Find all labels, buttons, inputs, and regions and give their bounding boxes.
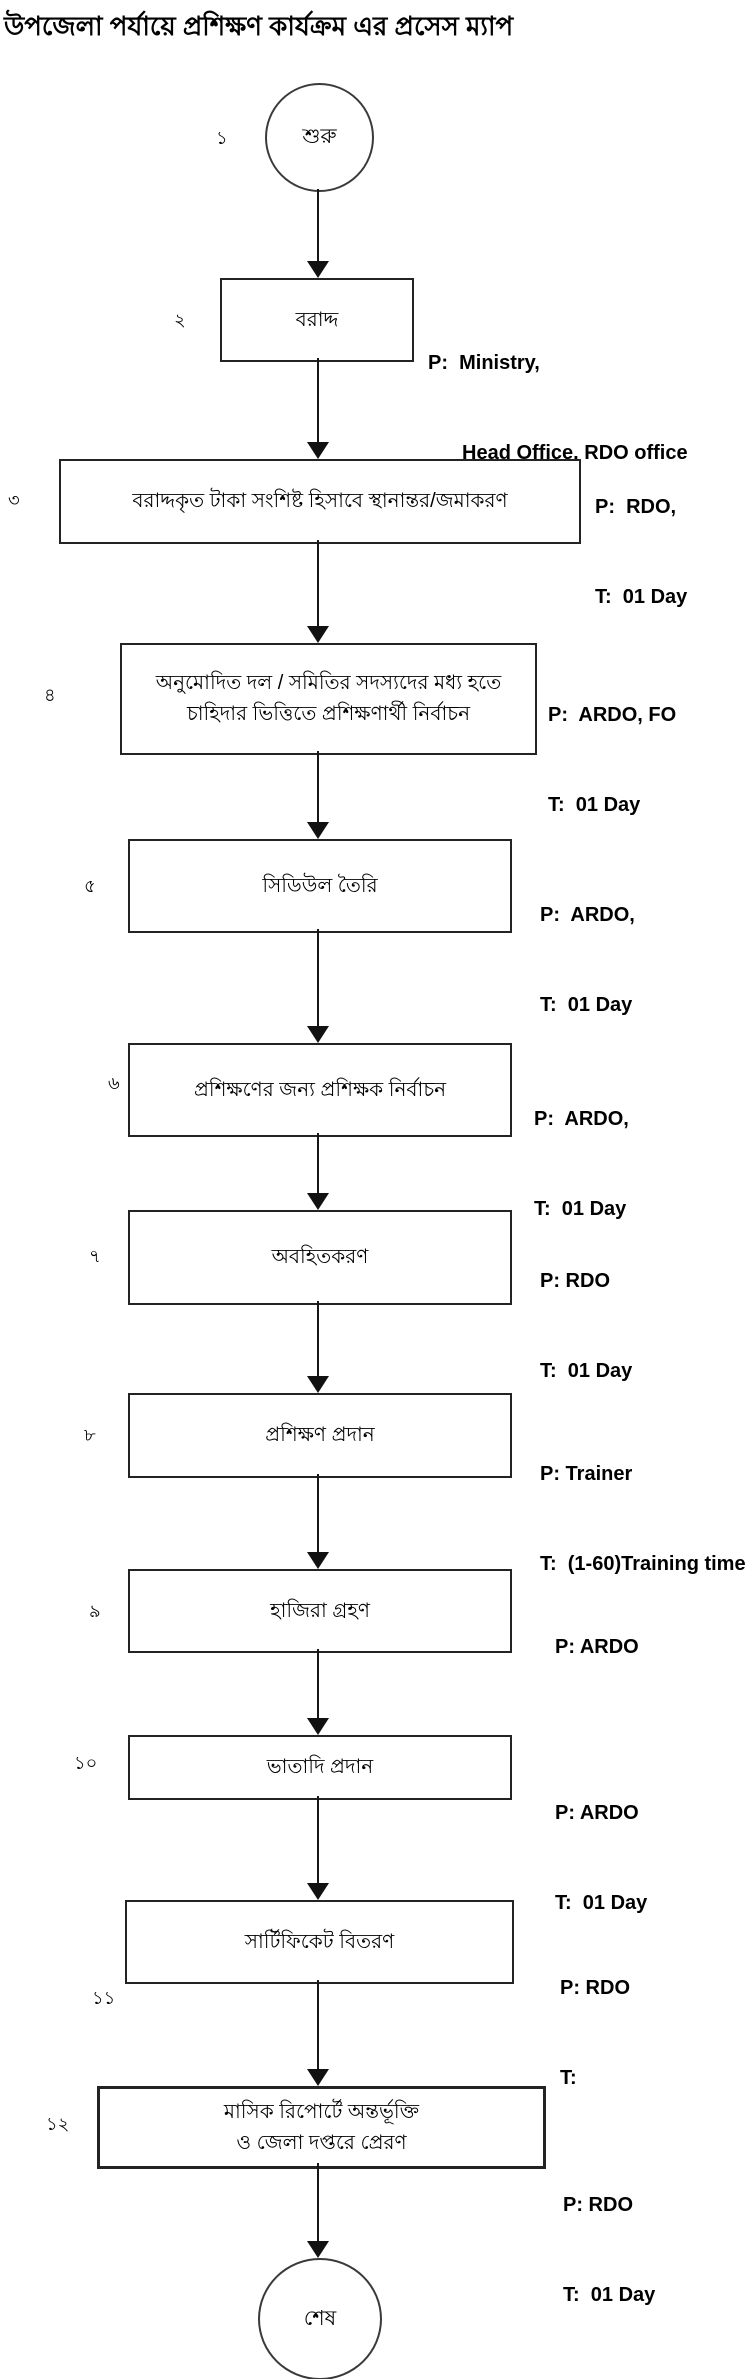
- annotation-time: T:: [560, 2067, 577, 2089]
- step-5-box: সিডিউল তৈরি: [128, 839, 512, 933]
- flow-arrow: [317, 540, 319, 626]
- step-12-annotation: P: RDO T: 01 Day: [563, 2130, 655, 2370]
- arrow-head-icon: [307, 2241, 329, 2258]
- step-7-number: ৭: [89, 1246, 101, 1266]
- step-8-label: প্রশিক্ষণ প্রদান: [265, 1424, 375, 1446]
- flow-arrow: [317, 189, 319, 261]
- step-10-label: ভাতাদি প্রদান: [266, 1756, 374, 1778]
- flow-arrow: [317, 1474, 319, 1552]
- step-11-label: সার্টিফিকেট বিতরণ: [244, 1930, 395, 1953]
- flow-arrow: [317, 358, 319, 442]
- annotation-performer-line2: Head Office, RDO office: [462, 442, 688, 464]
- step-12-box: মাসিক রিপোর্টে অন্তর্ভূক্তি ও জেলা দপ্তর…: [97, 2086, 546, 2169]
- step-4-label-line1: অনুমোদিত দল / সমিতির সদস্যদের মধ্য হতে: [155, 672, 502, 694]
- annotation-time: T: 01 Day: [563, 2284, 656, 2306]
- annotation-performer: P: RDO,: [595, 496, 677, 518]
- annotation-performer: P: RDO: [540, 1270, 610, 1292]
- step-4-box: অনুমোদিত দল / সমিতির সদস্যদের মধ্য হতে চ…: [120, 643, 537, 755]
- step-6-box: প্রশিক্ষণের জন্য প্রশিক্ষক নির্বাচন: [128, 1043, 512, 1137]
- step-8-number: ৮: [84, 1425, 96, 1445]
- arrow-head-icon: [307, 1376, 329, 1393]
- step-10-box: ভাতাদি প্রদান: [128, 1735, 512, 1800]
- annotation-performer: P: ARDO: [555, 1636, 639, 1658]
- step-2-number: ২: [174, 310, 186, 330]
- step-3-number: ৩: [8, 490, 20, 510]
- arrow-head-icon: [307, 2069, 329, 2086]
- step-5-label: সিডিউল তৈরি: [262, 874, 378, 897]
- flow-arrow: [317, 1301, 319, 1376]
- annotation-time: T: (1-60)Training time: [540, 1553, 746, 1575]
- annotation-time: T: 01 Day: [540, 1360, 633, 1382]
- step-12-label-line1: মাসিক রিপোর্টে অন্তর্ভূক্তি: [223, 2100, 420, 2123]
- annotation-time: T: 01 Day: [540, 994, 633, 1016]
- step-12-number: ১২: [46, 2114, 70, 2134]
- step-1-number: ১: [216, 128, 228, 148]
- annotation-performer: P: Trainer: [540, 1463, 633, 1485]
- start-label: শুরু: [302, 125, 337, 148]
- arrow-head-icon: [307, 1193, 329, 1210]
- step-2-label: বরাদ্দ: [295, 308, 339, 331]
- flow-arrow: [317, 1980, 319, 2069]
- step-5-annotation: P: ARDO, T: 01 Day: [540, 840, 635, 1080]
- step-11-number: ১১: [92, 1988, 116, 2008]
- step-7-label: অবহিতকরণ: [271, 1246, 369, 1268]
- annotation-performer: P: ARDO,: [534, 1108, 629, 1130]
- annotation-performer: P: ARDO, FO: [548, 704, 677, 726]
- step-2-annotation: P: Ministry, Head Office, RDO office: [428, 288, 688, 528]
- arrow-head-icon: [307, 442, 329, 459]
- step-3-annotation: P: RDO, T: 01 Day: [595, 432, 687, 672]
- step-11-annotation: P: RDO T:: [560, 1913, 630, 2153]
- annotation-time: T: 01 Day: [548, 794, 641, 816]
- step-9-number: ৯: [89, 1601, 101, 1621]
- flow-arrow: [317, 1649, 319, 1718]
- step-9-box: হাজিরা গ্রহণ: [128, 1569, 512, 1653]
- flow-arrow: [317, 929, 319, 1026]
- step-4-number: ৪: [44, 685, 56, 705]
- annotation-performer: P: Ministry,: [428, 352, 540, 374]
- step-4-label-line2: চাহিদার ভিত্তিতে প্রশিক্ষণার্থী নির্বাচন: [186, 703, 471, 725]
- annotation-time: T: 01 Day: [555, 1892, 648, 1914]
- start-circle: শুরু: [265, 83, 374, 192]
- step-6-number: ৬: [108, 1073, 120, 1093]
- step-6-label: প্রশিক্ষণের জন্য প্রশিক্ষক নির্বাচন: [193, 1078, 447, 1101]
- annotation-performer: P: RDO: [563, 2194, 633, 2216]
- arrow-head-icon: [307, 1718, 329, 1735]
- annotation-time: T: 01 Day: [534, 1198, 627, 1220]
- step-10-annotation: P: ARDO T: 01 Day: [555, 1738, 647, 1978]
- step-8-box: প্রশিক্ষণ প্রদান: [128, 1393, 512, 1478]
- flow-arrow: [317, 751, 319, 822]
- step-11-box: সার্টিফিকেট বিতরণ: [125, 1900, 514, 1984]
- flow-arrow: [317, 1133, 319, 1193]
- arrow-head-icon: [307, 1552, 329, 1569]
- arrow-head-icon: [307, 1883, 329, 1900]
- annotation-performer: P: ARDO: [555, 1802, 639, 1824]
- step-8-annotation: P: Trainer T: (1-60)Training time: [540, 1399, 746, 1639]
- arrow-head-icon: [307, 261, 329, 278]
- step-7-box: অবহিতকরণ: [128, 1210, 512, 1305]
- step-5-number: ৫: [84, 876, 96, 896]
- page-title: উপজেলা পর্যায়ে প্রশিক্ষণ কার্যক্রম এর প…: [4, 11, 514, 41]
- flow-arrow: [317, 1796, 319, 1883]
- arrow-head-icon: [307, 1026, 329, 1043]
- arrow-head-icon: [307, 822, 329, 839]
- end-circle: শেষ: [258, 2258, 382, 2379]
- step-12-label-line2: ও জেলা দপ্তরে প্রেরণ: [236, 2131, 407, 2154]
- annotation-time: T: 01 Day: [595, 586, 688, 608]
- arrow-head-icon: [307, 626, 329, 643]
- flow-arrow: [317, 2163, 319, 2241]
- step-3-box: বরাদ্দকৃত টাকা সংশিষ্ট হিসাবে স্থানান্তর…: [59, 459, 581, 544]
- annotation-performer: P: ARDO,: [540, 904, 635, 926]
- step-9-label: হাজিরা গ্রহণ: [270, 1599, 370, 1622]
- step-3-label: বরাদ্দকৃত টাকা সংশিষ্ট হিসাবে স্থানান্তর…: [132, 490, 508, 512]
- annotation-performer: P: RDO: [560, 1977, 630, 1999]
- step-7-annotation: P: RDO T: 01 Day: [540, 1206, 632, 1446]
- step-9-annotation: P: ARDO: [555, 1572, 639, 1722]
- step-4-annotation: P: ARDO, FO T: 01 Day: [548, 640, 676, 880]
- end-label: শেষ: [303, 2306, 337, 2330]
- step-10-number: ১০: [74, 1753, 98, 1773]
- step-6-annotation: P: ARDO, T: 01 Day: [534, 1044, 629, 1284]
- step-2-box: বরাদ্দ: [220, 278, 414, 362]
